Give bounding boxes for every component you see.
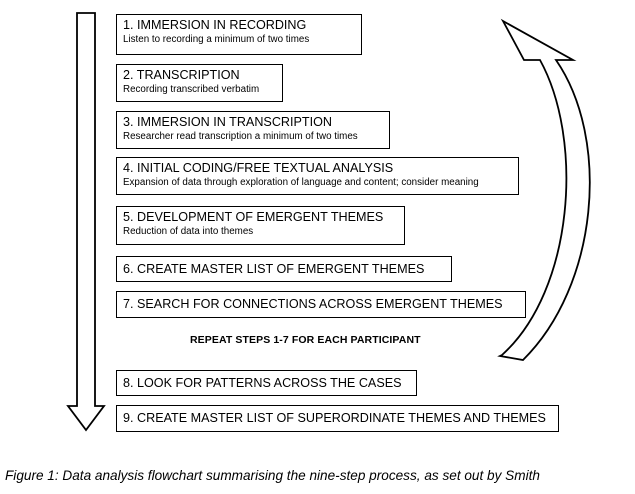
step-5-title: 5. DEVELOPMENT OF EMERGENT THEMES — [123, 210, 384, 224]
step-8-box: 8. LOOK FOR PATTERNS ACROSS THE CASES — [116, 370, 417, 396]
step-2-subtitle: Recording transcribed verbatim — [123, 84, 260, 95]
step-2-title: 2. TRANSCRIPTION — [123, 68, 240, 82]
step-2-box: 2. TRANSCRIPTION Recording transcribed v… — [116, 64, 283, 102]
step-3-subtitle: Researcher read transcription a minimum … — [123, 131, 358, 142]
down-arrow — [66, 12, 106, 432]
step-6-title: 6. CREATE MASTER LIST OF EMERGENT THEMES — [123, 262, 425, 276]
step-4-title: 4. INITIAL CODING/FREE TEXTUAL ANALYSIS — [123, 161, 394, 175]
step-1-title: 1. IMMERSION IN RECORDING — [123, 18, 307, 32]
step-1-subtitle: Listen to recording a minimum of two tim… — [123, 34, 310, 45]
step-6-box: 6. CREATE MASTER LIST OF EMERGENT THEMES — [116, 256, 452, 282]
step-3-box: 3. IMMERSION IN TRANSCRIPTION Researcher… — [116, 111, 390, 149]
step-8-title: 8. LOOK FOR PATTERNS ACROSS THE CASES — [123, 376, 402, 390]
step-4-subtitle: Expansion of data through exploration of… — [123, 177, 479, 188]
step-7-box: 7. SEARCH FOR CONNECTIONS ACROSS EMERGEN… — [116, 291, 526, 318]
step-9-box: 9. CREATE MASTER LIST OF SUPERORDINATE T… — [116, 405, 559, 432]
repeat-loop-arrow — [497, 18, 591, 361]
step-5-subtitle: Reduction of data into themes — [123, 226, 254, 237]
step-5-box: 5. DEVELOPMENT OF EMERGENT THEMES Reduct… — [116, 206, 405, 245]
step-1-box: 1. IMMERSION IN RECORDING Listen to reco… — [116, 14, 362, 55]
step-9-title: 9. CREATE MASTER LIST OF SUPERORDINATE T… — [123, 411, 546, 425]
step-3-title: 3. IMMERSION IN TRANSCRIPTION — [123, 115, 332, 129]
figure-caption: Figure 1: Data analysis flowchart summar… — [5, 468, 540, 483]
step-7-title: 7. SEARCH FOR CONNECTIONS ACROSS EMERGEN… — [123, 297, 503, 311]
repeat-note: REPEAT STEPS 1-7 FOR EACH PARTICIPANT — [190, 334, 421, 346]
step-4-box: 4. INITIAL CODING/FREE TEXTUAL ANALYSIS … — [116, 157, 519, 195]
